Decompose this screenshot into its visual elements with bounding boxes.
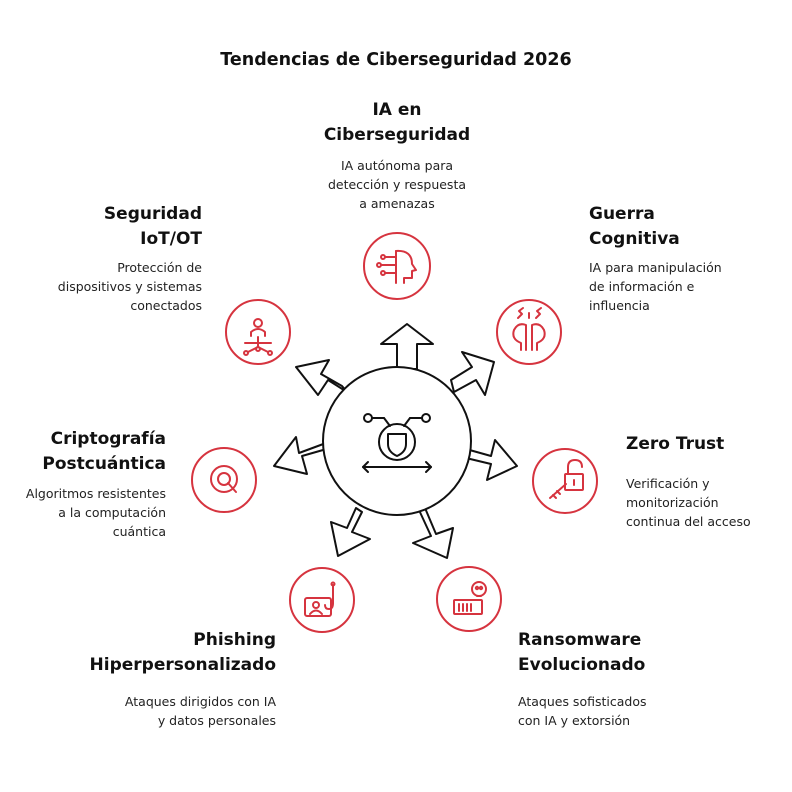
arrow-guerra [450,351,495,396]
item-ransom-heading-line-1: Ransomware [518,630,642,650]
ai-head-circuit-icon [363,232,431,300]
fishing-hook-user-icon [289,567,355,633]
hub-circle [322,366,472,516]
item-guerra-desc-line-1: IA para manipulación [589,260,722,275]
item-guerra-heading: Guerra Cognitiva [589,202,779,252]
central-hub [273,323,518,559]
arrow-cripto [273,436,331,475]
item-ransom-heading-line-2: Evolucionado [518,655,646,675]
unlocked-padlock-key-icon [532,448,598,514]
item-guerra-desc-line-2: de información e [589,279,695,294]
item-iot-heading-line-1: Seguridad [103,204,202,224]
item-guerra-heading-line-2: Cognitiva [589,229,680,249]
connected-devices-network-icon [225,299,291,365]
item-iot-description: Protección de dispositivos y sistemas co… [22,258,202,315]
arrow-ransom [412,507,454,559]
item-guerra-desc-line-3: influencia [589,298,650,313]
item-phishing-description: Ataques dirigidos con IA y datos persona… [56,692,276,730]
arrow-phishing [330,507,371,557]
item-guerra-heading-line-1: Guerra [589,204,655,224]
item-zero-desc-line-1: Verificación y [626,476,710,491]
item-ransom-desc-line-1: Ataques sofisticados [518,694,647,709]
item-cripto-desc-line-3: cuántica [112,524,166,539]
item-iot-desc-line-2: dispositivos y sistemas [57,279,202,294]
item-ia-heading: IA en Ciberseguridad [297,98,497,148]
item-ia-desc-line-2: detección y respuesta [327,177,467,192]
arrow-iot [295,359,348,396]
diagram-title: Tendencias de Ciberseguridad 2026 [220,50,572,70]
item-phishing-desc-line-1: Ataques dirigidos con IA [124,694,276,709]
item-ia-heading-line-1: IA en [372,100,422,120]
item-ia-heading-line-2: Ciberseguridad [323,125,471,145]
item-ia-description: IA autónoma para detección y respuesta a… [297,156,497,213]
item-cripto-heading-line-2: Postcuántica [42,454,166,474]
item-phishing-heading: Phishing Hiperpersonalizado [36,628,276,678]
item-zero-description: Verificación y monitorización continua d… [626,474,786,531]
item-zero-heading: Zero Trust [626,432,776,457]
item-ransom-heading: Ransomware Evolucionado [518,628,718,678]
item-phishing-heading-line-1: Phishing [193,630,276,650]
item-cripto-heading: Criptografía Postcuántica [16,427,166,477]
item-iot-heading: Seguridad IoT/OT [62,202,202,252]
shield-network-icon [362,413,432,473]
item-ia-desc-line-3: a amenazas [359,196,435,211]
skull-barcode-icon [436,566,502,632]
item-guerra-description: IA para manipulación de información e in… [589,258,784,315]
item-iot-desc-line-1: Protección de [117,260,202,275]
item-iot-desc-line-3: conectados [130,298,202,313]
item-ransom-desc-line-2: con IA y extorsión [518,713,631,728]
item-ia-desc-line-1: IA autónoma para [340,158,454,173]
arrow-ia [380,323,434,370]
item-zero-desc-line-3: continua del acceso [626,514,751,529]
item-cripto-desc-line-2: a la computación [58,505,166,520]
item-ransom-description: Ataques sofisticados con IA y extorsión [518,692,718,730]
item-iot-heading-line-2: IoT/OT [140,229,202,249]
brain-conflict-icon [496,299,562,365]
arrow-zero [465,439,518,481]
item-zero-desc-line-2: monitorización [626,495,719,510]
item-phishing-desc-line-2: y datos personales [157,713,276,728]
item-cripto-description: Algoritmos resistentes a la computación … [6,484,166,541]
item-phishing-heading-line-2: Hiperpersonalizado [89,655,276,675]
item-cripto-desc-line-1: Algoritmos resistentes [25,486,166,501]
quantum-q-icon [191,447,257,513]
item-zero-heading-line-1: Zero Trust [626,434,725,454]
item-cripto-heading-line-1: Criptografía [50,429,166,449]
